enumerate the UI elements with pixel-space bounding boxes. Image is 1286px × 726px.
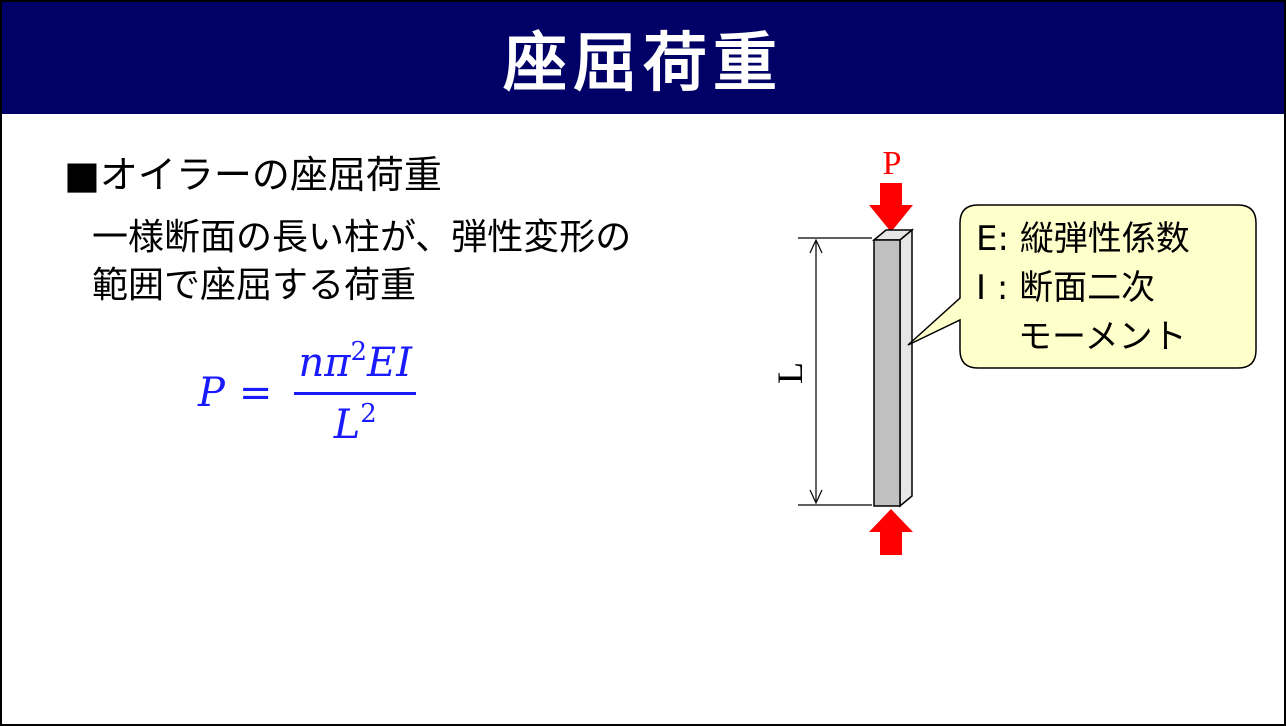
- callout-line-1: E: 縦弾性係数: [976, 219, 1190, 259]
- dimension-arrow-top: [809, 238, 823, 254]
- numerator-main: nπ: [298, 340, 351, 386]
- description-line-1: 一様断面の長い柱が、弾性変形の: [92, 217, 632, 258]
- length-label: L: [770, 362, 810, 384]
- description-line-2: 範囲で座屈する荷重: [92, 265, 417, 306]
- euler-formula: P = nπ2EI L2: [198, 337, 417, 448]
- numerator-tail: EI: [367, 340, 413, 386]
- formula-equals: =: [238, 369, 273, 416]
- formula-fraction: nπ2EI L2: [294, 337, 417, 448]
- top-load-arrow: [869, 183, 913, 232]
- callout-line-3: モーメント: [1018, 317, 1187, 357]
- formula-lhs: P: [198, 369, 225, 416]
- column-front-face: [873, 239, 901, 507]
- load-label: P: [883, 145, 902, 182]
- title-bar: 座屈荷重: [2, 2, 1284, 114]
- callout-bubble: [907, 204, 1257, 369]
- denominator-exponent: 2: [360, 399, 377, 429]
- denominator-main: L: [333, 402, 361, 448]
- bottom-load-arrow: [869, 509, 913, 555]
- slide-title: 座屈荷重: [503, 27, 783, 101]
- section-heading: ■オイラーの座屈荷重: [64, 153, 442, 197]
- formula-numerator: nπ2EI: [294, 337, 417, 395]
- description: 一様断面の長い柱が、弾性変形の 範囲で座屈する荷重: [92, 214, 752, 310]
- dimension-arrow-bottom: [809, 489, 823, 505]
- numerator-exponent: 2: [350, 337, 368, 367]
- column-side-face: [899, 228, 913, 508]
- callout-text: E: 縦弾性係数 I : 断面二次 モーメント: [976, 215, 1190, 362]
- callout-line-2: I : 断面二次: [976, 268, 1156, 308]
- formula-denominator: L2: [334, 395, 377, 448]
